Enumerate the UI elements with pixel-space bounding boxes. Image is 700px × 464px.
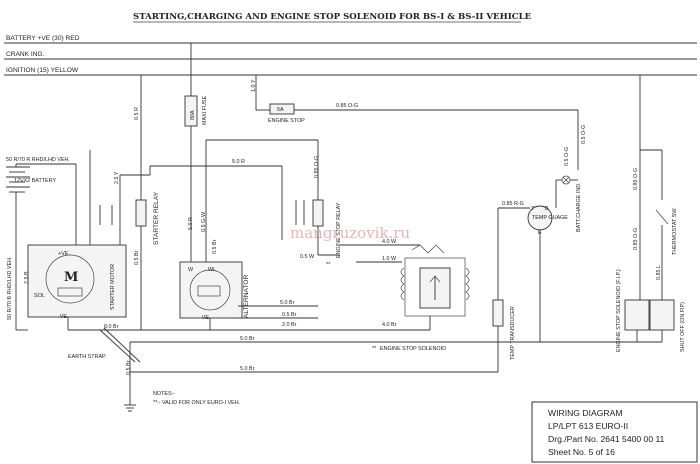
starter-motor-label: STARTER MOTOR [110, 264, 116, 310]
earth-strap-label: EARTH STRAP [68, 354, 106, 360]
engine-stop-solenoid-star: ** [372, 346, 377, 352]
diagram-title: STARTING,CHARGING AND ENGINE STOP SOLENO… [133, 12, 532, 22]
temp-gauge: 0.85 R-G T B E TEMP GUAGE TEMP TRANSDUCE… [492, 147, 582, 360]
wire-2-5-b: 2.5 B [24, 271, 30, 284]
engine-stop-solenoid: 4.0 W 1.0 W ENGINE STOP SOLENOID ** [340, 239, 470, 352]
wire-0-85-o-g-relay: 0.85 O-G [314, 156, 320, 178]
temp-gauge-b-label: B [545, 206, 549, 212]
wire-8-0-br: 8.0 Br [104, 324, 119, 330]
thermostat-sw-label: THERMOSTAT SW. [672, 207, 678, 255]
maxi-fuse: 80A MAXI FUSE 5.0 R 5.0 R 0.5 G-W [150, 43, 318, 262]
starter-motor: M SOL +VE -VE STARTER MOTOR 2.5 B 8.0 Br… [24, 244, 170, 363]
starter-m-symbol: M [64, 270, 78, 285]
right-circuit: 0.85 O-G 0.85 O-G THERMOSTAT SW. 0.85 L … [616, 75, 686, 352]
title-block-line-1: WIRING DIAGRAM [548, 408, 622, 418]
maxi-fuse-label: MAXI FUSE [202, 96, 208, 125]
wire-0-5-o-g-right: 0.5 O-G [581, 125, 587, 144]
wire-5-0-r-alt: 5.0 R [188, 217, 194, 230]
engine-stop-fuse: 1.0 Y 5A ENGINE STOP 0.85 O-G 0.5 O-G [251, 75, 587, 170]
wire-2-5-y: 2.5 Y [114, 171, 120, 184]
notes-line-1: **:- VALID FOR ONLY EURO-I VEH. [153, 400, 240, 406]
battery-label: 12VX2 BATTERY [14, 178, 56, 184]
alternator-wl-label: WL [208, 267, 216, 273]
engine-stop-fuse-label: ENGINE STOP [268, 118, 305, 124]
wire-0-85-o-g-right2: 0.85 O-G [633, 228, 639, 250]
wire-0-85-l: 0.85 L [656, 265, 662, 280]
wire-5-0-br-1: 5.0 Br [280, 300, 295, 306]
starter-sol-label: SOL [34, 293, 45, 299]
wire-0-5-r: 0.5 R [134, 107, 140, 120]
wire-1-0-w: 1.0 W [382, 256, 397, 262]
title-block-line-2: LP/LPT 613 EURO-II [548, 421, 628, 431]
crank-rail-label: CRANK ING. [6, 51, 45, 58]
starter-neg-label: -VE [58, 314, 67, 320]
engine-stop-relay-label: ENGINE STOP RELAY [336, 202, 342, 258]
wire-0-5-br-alt: 0.5 Br [212, 239, 218, 254]
temp-transducer-label: TEMP TRANSDUCER [510, 306, 516, 360]
wire-4-0-br: 4.0 Br [382, 322, 397, 328]
alternator-label: ALTERNATOR [243, 275, 250, 318]
title-block-line-4: Sheet No. 5 of 16 [548, 447, 615, 457]
wire-4-0-w: 4.0 W [382, 239, 397, 245]
notes-heading: NOTES:- [153, 391, 175, 397]
wire-0-5-br-relay2: 0.5 W [300, 254, 315, 260]
wire-0-5-br-ground: 0.5 Br [126, 360, 132, 375]
starter-relay-label: STARTER RELAY [153, 191, 160, 245]
notes: NOTES:- **:- VALID FOR ONLY EURO-I VEH. [153, 391, 240, 406]
engine-stop-relay: 0.85 O-G ENGINE STOP RELAY ** 0.5 W [281, 140, 342, 268]
batt-charge-ind-label: BATT.CHARGE IND. [576, 182, 582, 232]
battery: 50 R/70 R RHD/LHD VEH. 12VX2 BATTERY 50 … [6, 157, 77, 331]
title-block: WIRING DIAGRAM LP/LPT 613 EURO-II Drg./P… [531, 401, 698, 463]
wire-5-0-br-bottom: 5.0 Br [240, 336, 255, 342]
temp-gauge-label: TEMP GUAGE [532, 215, 568, 221]
wire-1-0-y: 1.0 Y [251, 79, 257, 92]
power-rails: BATTERY +VE (30) RED CRANK ING. IGNITION… [4, 35, 697, 76]
wire-0-85-o-g-right1: 0.85 O-G [633, 168, 639, 190]
alternator-neg-label: -VE [200, 315, 209, 321]
battery-rail-label: BATTERY +VE (30) RED [6, 35, 80, 42]
title-block-line-3: Drg./Part No. 2641 5400 00 11 [548, 434, 665, 444]
wire-0-5-g-w: 0.5 G-W [201, 211, 207, 232]
battery-note: 50 R/70 R RHD/LHD VEH. [6, 157, 70, 163]
wire-0-85-r-g: 0.85 R-G [502, 201, 524, 207]
wire-0-5-g-w-right: 0.5 O-G [564, 147, 570, 166]
engine-stop-solenoid-fip-label: ENGINE STOP SOLENOID (F.I.P.) [616, 269, 622, 352]
ignition-rail-label: IGNITION (15) YELLOW [6, 67, 79, 74]
engine-stop-solenoid-label: ENGINE STOP SOLENOID [380, 346, 446, 352]
alternator: W WL -VE ALTERNATOR 0.5 Br [179, 239, 250, 330]
engine-stop-relay-star: ** [326, 262, 331, 268]
wire-2-0-br: 2.0 Br [282, 322, 297, 328]
starter-relay: STARTER RELAY 2.5 Y 0.5 R 0.5 Br [89, 75, 160, 330]
ground-bus: 5.0 Br 0.5 Br 2.0 Br 4.0 Br 5.0 Br 0.5 B… [124, 300, 662, 412]
fuse-5a-label: 5A [277, 107, 284, 113]
ground-wire-label: 50 R/70 B RHD/LHD VEH. [7, 256, 13, 320]
shut-off-label: SHUT OFF (ON FIP) [680, 302, 686, 352]
wire-0-5-br-relay: 0.5 Br [134, 250, 140, 265]
fuse-80a-label: 80A [190, 110, 196, 120]
watermark: mangruzovik.ru [290, 224, 410, 242]
starter-pos-label: +VE [58, 251, 69, 257]
wire-5-0-r-top: 5.0 R [232, 159, 245, 165]
temp-gauge-t-label: T [531, 206, 535, 212]
wire-0-85-o-g-top: 0.85 O-G [336, 103, 358, 109]
wire-5-0-br-long: 5.0 Br [240, 366, 255, 372]
wire-0-5-br-2: 0.5 Br [282, 312, 297, 318]
alternator-w-label: W [188, 267, 194, 273]
